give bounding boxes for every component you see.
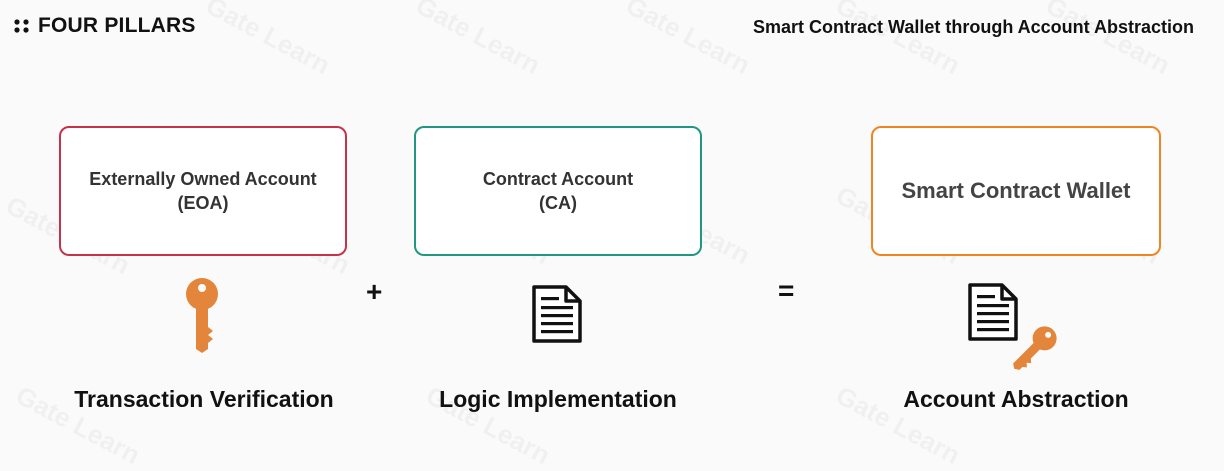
eoa-abbrev: (EOA) — [177, 193, 229, 213]
watermark: Gate Learn — [831, 0, 965, 81]
document-icon — [968, 283, 1018, 341]
eoa-title: Externally Owned Account — [89, 169, 317, 189]
watermark: Gate Learn — [411, 0, 545, 81]
key-icon — [1013, 326, 1057, 370]
plus-operator: + — [366, 276, 383, 307]
document-icon — [532, 285, 582, 343]
equal-operator: = — [778, 275, 795, 306]
caption-logic-implementation: Logic Implementation — [439, 386, 677, 412]
watermark: Gate Learn — [1041, 0, 1175, 81]
caption-transaction-verification: Transaction Verification — [74, 386, 334, 412]
four-pillars-logo-icon — [14, 19, 29, 33]
ca-title: Contract Account — [482, 169, 634, 189]
caption-account-abstraction: Account Abstraction — [903, 386, 1129, 412]
smart-contract-wallet-box: Smart Contract Wallet — [871, 126, 1161, 256]
ca-abbrev: (CA) — [539, 193, 577, 213]
watermark: Gate Learn — [201, 0, 335, 81]
brand: FOUR PILLARS — [12, 14, 196, 38]
scw-title: Smart Contract Wallet — [901, 178, 1131, 203]
eoa-box: Externally Owned Account (EOA) — [59, 126, 347, 256]
ca-box: Contract Account (CA) — [414, 126, 702, 256]
key-icon — [186, 278, 218, 353]
page-title: Smart Contract Wallet through Account Ab… — [752, 17, 1194, 37]
brand-name: FOUR PILLARS — [38, 14, 196, 37]
watermark: Gate Learn — [621, 0, 755, 81]
